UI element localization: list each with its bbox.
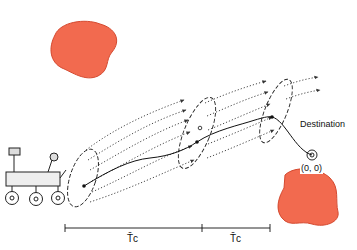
path-point — [195, 140, 199, 144]
path-point — [82, 184, 86, 188]
destination-label: Destination — [299, 119, 346, 130]
obstacle — [51, 21, 117, 78]
rover — [6, 148, 67, 206]
dotted-arrow — [86, 77, 320, 202]
path-point — [198, 126, 202, 130]
path-point — [270, 115, 274, 119]
time-axis — [65, 224, 270, 232]
planned-path — [84, 117, 312, 186]
uncertainty-ellipse — [61, 75, 299, 210]
coordinate-label: (0, 0) — [300, 163, 323, 174]
time-interval-label: T̄c — [229, 233, 242, 245]
time-interval-label: T̄c — [126, 233, 139, 245]
destination-target — [307, 150, 317, 160]
obstacle — [278, 169, 338, 225]
